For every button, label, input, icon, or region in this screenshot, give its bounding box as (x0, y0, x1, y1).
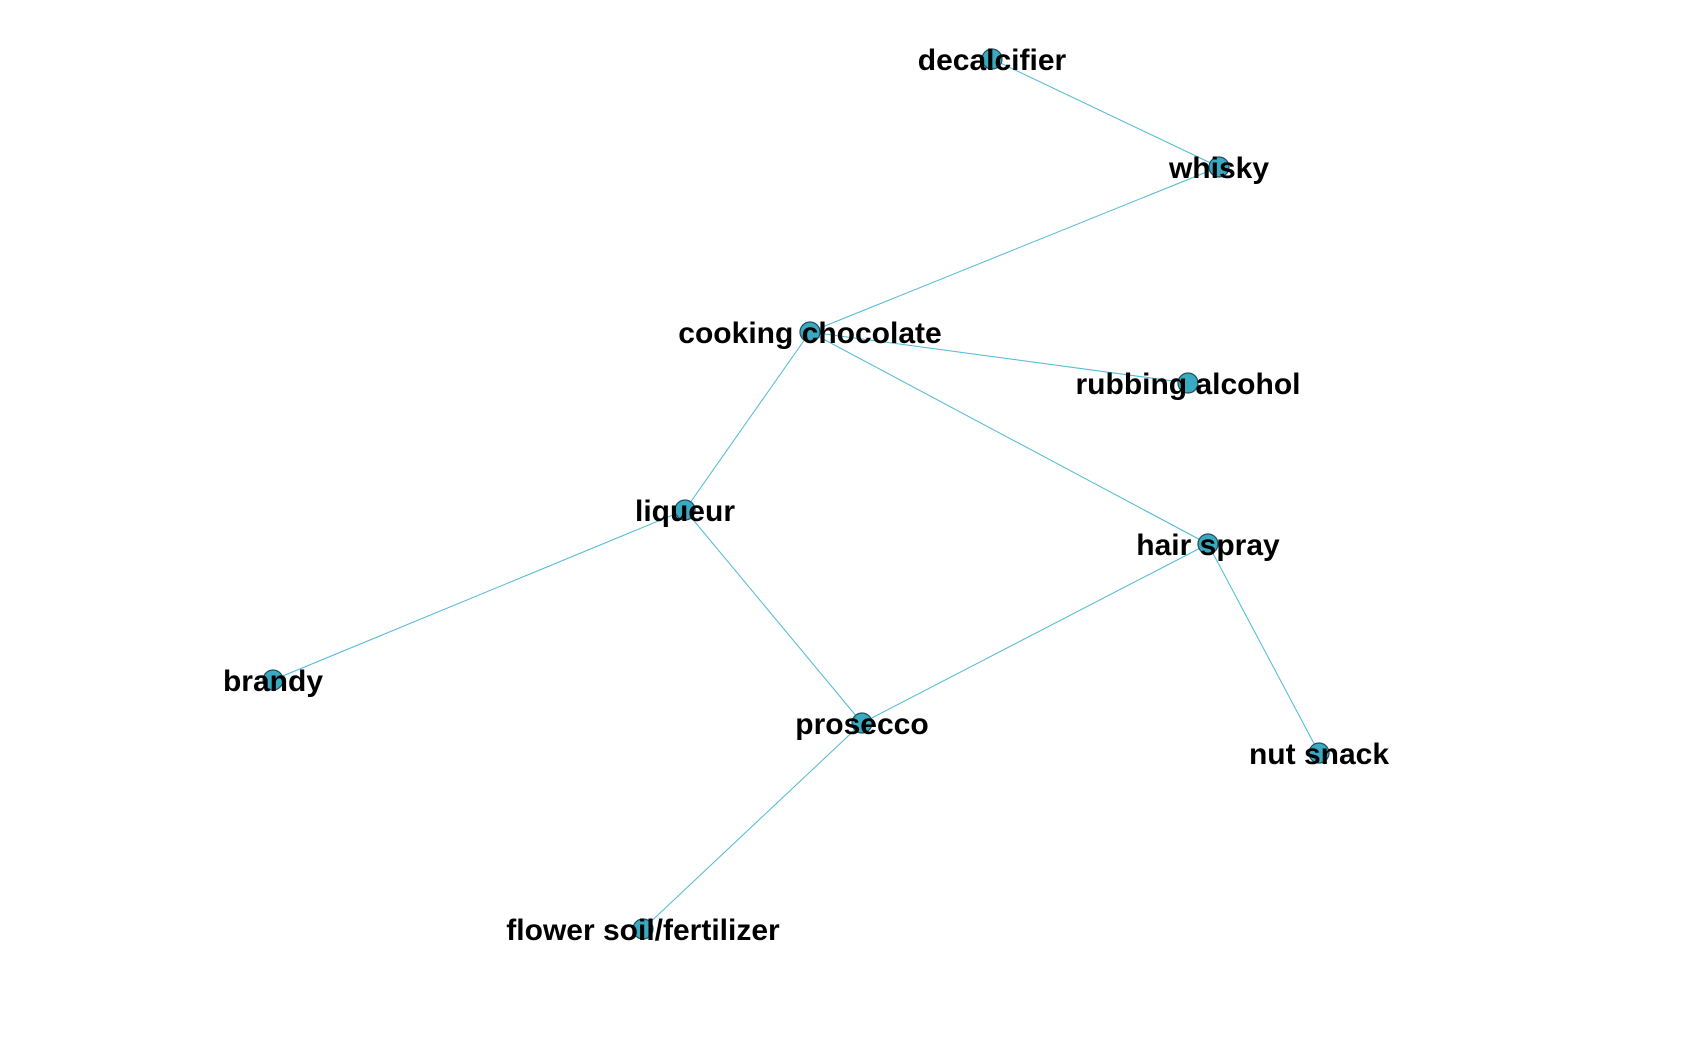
node-flower-soil-fertilizer (632, 918, 654, 940)
edges-layer (272, 58, 1320, 930)
node-whisky (1208, 156, 1230, 178)
node-rubbing-alcohol (1177, 372, 1199, 394)
node-label-brandy: brandy (223, 665, 323, 698)
labels-layer: decalcifier whisky cooking chocolate rubbin… (223, 44, 1389, 947)
node-label-hair-spray: hair spray (1136, 529, 1280, 562)
node-liqueur (674, 499, 696, 521)
node-label-liqueur: liqueur (635, 495, 735, 528)
node-label-nut-snack: nut snack (1249, 738, 1389, 771)
edge-liqueur-prosecco (684, 509, 863, 724)
node-label-whisky: whisky (1168, 152, 1269, 185)
node-cooking-chocolate (799, 321, 821, 343)
edge-liqueur-brandy (272, 509, 686, 681)
node-hair-spray (1197, 533, 1219, 555)
edge-cooking-chocolate-rubbing-alcohol (809, 331, 1189, 384)
node-nut-snack (1308, 742, 1330, 764)
node-label-cooking-chocolate: cooking chocolate (678, 317, 941, 350)
edge-hair-spray-prosecco (861, 543, 1209, 724)
node-label-decalcifier: decalcifier (918, 44, 1067, 77)
edge-decalcifier-whisky (991, 58, 1220, 168)
edge-prosecco-flower-soil-fertilizer (642, 722, 863, 930)
edge-cooking-chocolate-hair-spray (809, 331, 1209, 545)
node-decalcifier (981, 48, 1003, 70)
node-label-flower-soil-fertilizer: flower soil/fertilizer (506, 914, 780, 947)
node-label-prosecco: prosecco (795, 708, 928, 741)
nodes-layer (262, 48, 1330, 940)
node-label-rubbing-alcohol: rubbing alcohol (1076, 368, 1301, 401)
edge-cooking-chocolate-liqueur (684, 331, 811, 511)
node-brandy (262, 669, 284, 691)
node-prosecco (851, 712, 873, 734)
edge-hair-spray-nut-snack (1207, 543, 1320, 754)
edge-whisky-cooking-chocolate (809, 166, 1220, 333)
